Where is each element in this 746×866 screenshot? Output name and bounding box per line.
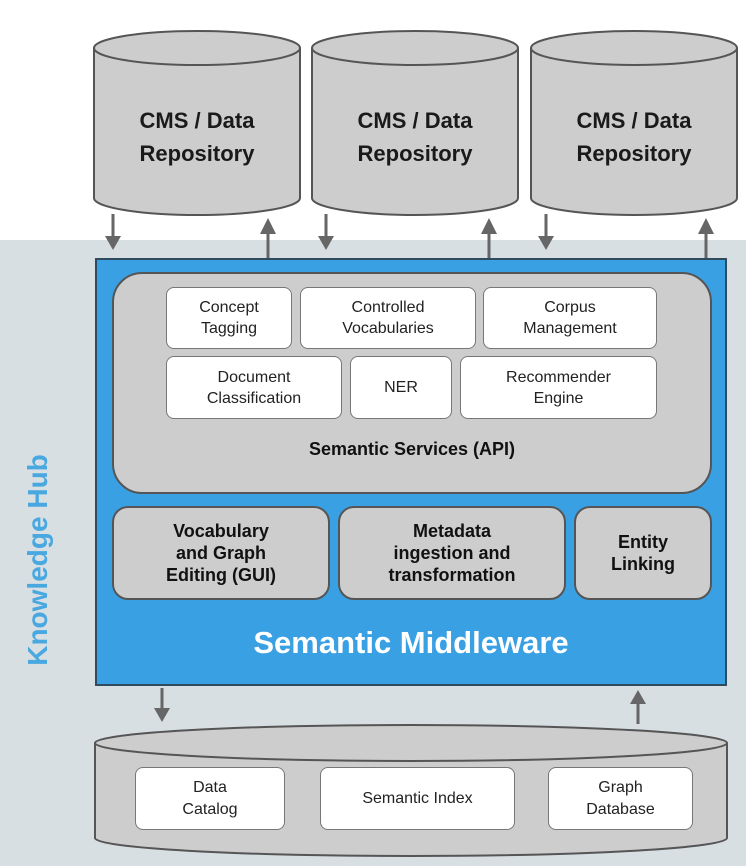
- repository-cylinder-3: [530, 30, 738, 216]
- tool-vocabulary-graph-editing: Vocabulary and Graph Editing (GUI): [112, 506, 330, 600]
- service-corpus-management: Corpus Management: [483, 287, 657, 349]
- repository-label-2: CMS / Data Repository: [357, 108, 473, 166]
- storage-data-catalog: Data Catalog: [135, 767, 285, 830]
- arrow-repo2-down: [318, 214, 334, 250]
- repository-label-3: CMS / Data Repository: [576, 108, 692, 166]
- semantic-middleware-title: Semantic Middleware: [253, 625, 569, 660]
- service-controlled-vocabularies: Controlled Vocabularies: [300, 287, 476, 349]
- service-recommender-engine: Recommender Engine: [460, 356, 657, 419]
- arrow-storage-up: [630, 690, 646, 724]
- arrow-middleware-down: [154, 688, 170, 722]
- repository-label-1: CMS / Data Repository: [139, 108, 255, 166]
- storage-graph-database: Graph Database: [548, 767, 693, 830]
- semantic-services-title: Semantic Services (API): [308, 439, 516, 459]
- arrow-repo1-down: [105, 214, 121, 250]
- arrow-repo2-up: [481, 218, 497, 258]
- storage-semantic-index: Semantic Index: [320, 767, 515, 830]
- repository-cylinder-2: [311, 30, 519, 216]
- service-concept-tagging: Concept Tagging: [166, 287, 292, 349]
- arrow-repo3-up: [698, 218, 714, 258]
- tool-entity-linking: Entity Linking: [574, 506, 712, 600]
- arrow-repo1-up: [260, 218, 276, 258]
- arrow-repo3-down: [538, 214, 554, 250]
- tool-metadata-ingestion: Metadata ingestion and transformation: [338, 506, 566, 600]
- repository-cylinder-1: [93, 30, 301, 216]
- service-ner: NER: [350, 356, 452, 419]
- service-document-classification: Document Classification: [166, 356, 342, 419]
